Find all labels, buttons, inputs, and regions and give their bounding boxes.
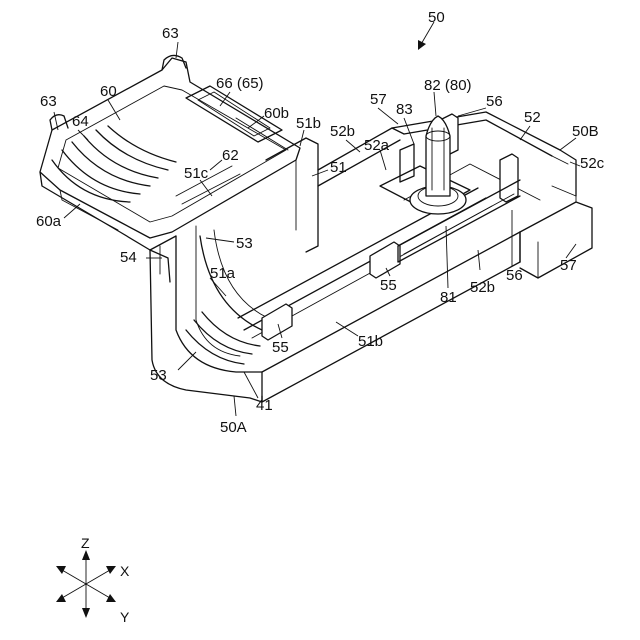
label-63-left: 63: [40, 93, 57, 110]
assembly-arrow: [418, 22, 434, 50]
axis-label-x: X: [120, 563, 130, 579]
label-53-low: 53: [150, 367, 167, 384]
label-56-bot: 56: [506, 267, 523, 284]
label-55-mid: 55: [380, 277, 397, 294]
label-51a: 51a: [210, 265, 236, 282]
label-51c: 51c: [184, 165, 209, 182]
label-53-top: 53: [236, 235, 253, 252]
label-63-top: 63: [162, 25, 179, 42]
label-52a: 52a: [364, 137, 390, 154]
label-51b-top: 51b: [296, 115, 321, 132]
label-41: 41: [256, 397, 273, 414]
label-62: 62: [222, 147, 239, 164]
label-83: 83: [396, 101, 413, 118]
label-51b-low: 51b: [358, 333, 383, 350]
axis-label-z: Z: [81, 535, 90, 551]
label-60b: 60b: [264, 105, 289, 122]
label-52b-bot: 52b: [470, 279, 495, 296]
label-57-bot: 57: [560, 257, 577, 274]
label-60a: 60a: [36, 213, 62, 230]
label-60: 60: [100, 83, 117, 100]
label-55-low: 55: [272, 339, 289, 356]
label-50B: 50B: [572, 123, 599, 140]
label-50A: 50A: [220, 419, 247, 436]
label-54: 54: [120, 249, 137, 266]
label-82-80: 82 (80): [424, 77, 472, 94]
label-50: 50: [428, 9, 445, 26]
label-81: 81: [440, 289, 457, 306]
label-52b-top: 52b: [330, 123, 355, 140]
coordinate-axes: Z X Y: [56, 535, 130, 625]
label-56-top: 56: [486, 93, 503, 110]
label-64: 64: [72, 113, 89, 130]
label-52c: 52c: [580, 155, 605, 172]
label-52: 52: [524, 109, 541, 126]
label-51: 51: [330, 159, 347, 176]
label-66-65: 66 (65): [216, 75, 264, 92]
label-57-top: 57: [370, 91, 387, 108]
axis-label-y: Y: [120, 609, 130, 625]
